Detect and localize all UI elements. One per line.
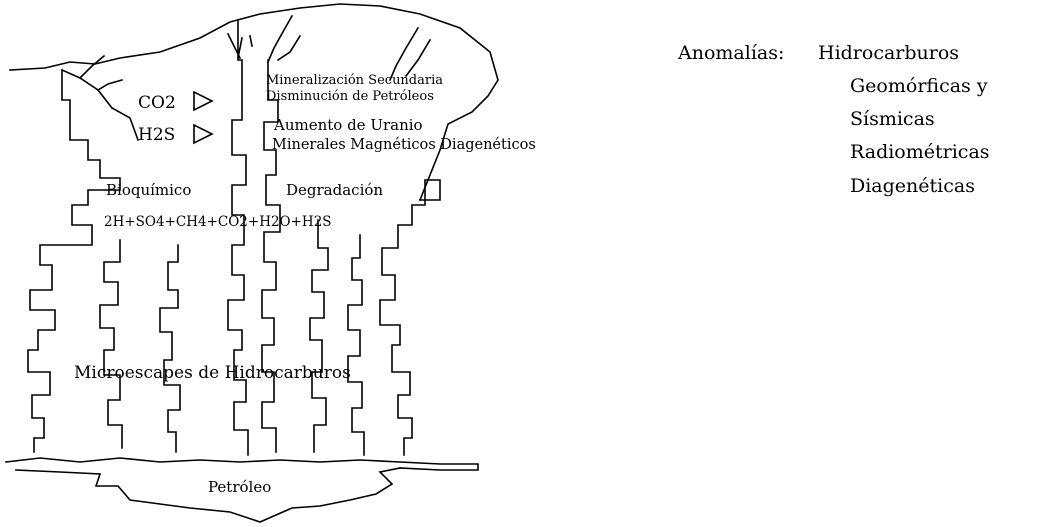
- channel-3: [228, 20, 248, 455]
- label-degradacion: Degradación: [286, 181, 383, 199]
- channel-2: [160, 245, 180, 452]
- label-minerales: Minerales Magnéticos Diagenéticos: [272, 137, 536, 153]
- label-aumento: Aumento de Uranio: [273, 116, 423, 134]
- reservoir-top: [6, 458, 478, 470]
- label-bioquimico: Bioquímico: [106, 181, 191, 199]
- co2-arrow: [194, 92, 212, 110]
- anomalia-item: Radiométricas: [850, 141, 990, 163]
- label-petroleo: Petróleo: [208, 478, 271, 496]
- label-microescapes: Microescapes de Hidrocarburos: [74, 363, 351, 383]
- channel-1: [100, 240, 122, 448]
- anomalia-item: Diagenéticas: [850, 175, 975, 197]
- label-mineralizacion: Mineralización Secundaria: [266, 73, 443, 88]
- channel-6: [348, 235, 364, 455]
- right-boundary: [380, 180, 440, 455]
- drainage-left: [62, 56, 138, 140]
- anomalia-item: Hidrocarburos: [818, 42, 959, 64]
- label-reaccion: 2H+SO4+CH4+CO2+H2O+H2S: [104, 214, 332, 230]
- label-co2: CO2: [138, 93, 176, 113]
- anomalia-item: Geomórficas y: [850, 75, 988, 97]
- anomalia-item: Sísmicas: [850, 108, 935, 130]
- label-h2s: H2S: [138, 125, 175, 145]
- left-boundary: [28, 70, 120, 452]
- label-disminucion: Disminución de Petróleos: [266, 89, 434, 104]
- channel-5: [310, 220, 328, 452]
- h2s-arrow: [194, 125, 212, 143]
- anomalias-title: Anomalías:: [677, 42, 784, 64]
